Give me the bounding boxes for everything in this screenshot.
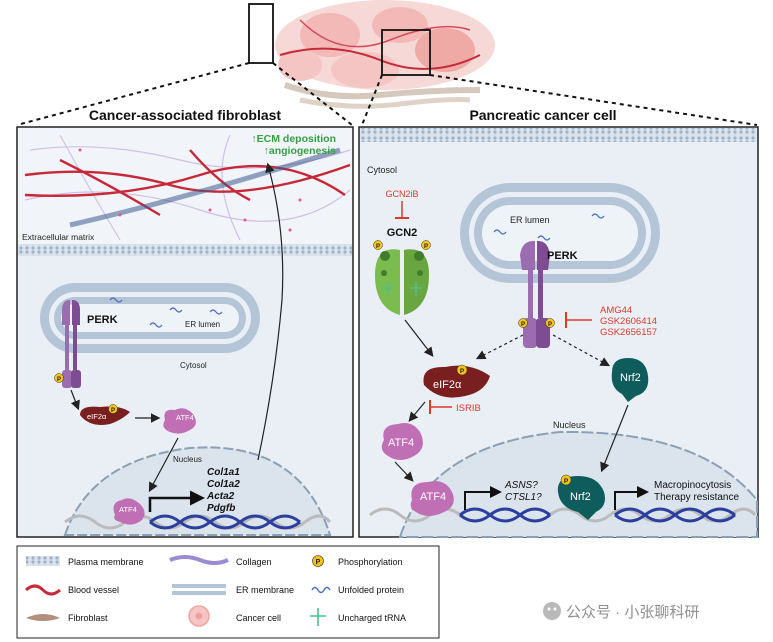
transcription-arrow-nrf2 [614,486,649,510]
er-lumen-right: ER lumen [510,215,550,225]
legend-phosphorylation: Phosphorylation [338,557,403,567]
transcription-arrow-atf4 [464,486,502,510]
plasma-membrane-right [360,128,757,142]
gene-col1a1: Col1a1 [207,467,240,478]
gene-pdgfb: Pdgfb [207,503,235,514]
nrf2-cyto [611,358,649,402]
atf4-left-top: ATF4 [176,413,194,422]
right-panel-title: Pancreatic cancer cell [469,107,616,123]
phospho-left-eif2a: P [111,408,115,414]
isrib-label: ISRIB [456,403,481,414]
nucleus-right-label: Nucleus [553,420,586,430]
zoom-box-fibroblast [248,3,274,64]
target-ctsl1: CTSL1? [505,492,542,503]
unfolded-proteins-left [109,297,223,328]
eif2a-right-label: eIF2α [433,379,462,391]
perk-left [62,300,81,388]
legend-blood-vessel: Blood vessel [68,585,119,595]
phospho-perk-right-a: P [521,322,525,328]
nrf2-nuc [557,476,605,520]
ecm-dots [78,148,302,232]
legend: Plasma membrane Blood vessel Fibroblast … [16,545,440,639]
outcome-macropinocytosis: Macropinocytosis [654,480,731,491]
phospho-nrf2: P [564,478,569,485]
gcn2ib-label: GCN2iB [385,189,418,199]
collagen-bundle [69,147,341,228]
phospho-gcn2-left: P [376,244,380,250]
gene-acta2: Acta2 [206,491,235,502]
eif2a-right [423,365,490,398]
legend-unfolded-protein: Unfolded protein [338,585,404,595]
phospho-left-perk: P [57,377,61,383]
phospho-gcn2-right: P [424,244,428,250]
legend-phospho-swatch [312,555,324,567]
atf4-left-nuc [113,498,145,525]
legend-plasma-membrane: Plasma membrane [68,557,144,567]
nucleus-left-label: Nucleus [173,455,202,464]
gene-col1a2: Col1a2 [207,479,240,490]
right-panel: Pancreatic cancer cell Cytosol GCN2iB GC… [358,107,759,538]
plasma-membrane-left [18,244,352,256]
transcription-arrow-left [148,490,205,512]
nrf2-top-label: Nrf2 [620,372,641,384]
outcome-therapy-resistance: Therapy resistance [654,492,739,503]
legend-unfolded-protein-swatch [311,586,331,594]
inhibitor-gsk2606414: GSK2606414 [600,316,657,327]
zoom-lines [16,62,758,126]
atf4-right-cyto [381,423,423,460]
cytosol-right: Cytosol [367,165,397,175]
watermark-text: 公众号 · 小张聊科研 [566,604,699,621]
legend-er-membrane: ER membrane [236,585,294,595]
target-asns: ASNS? [504,480,538,491]
blood-vessels [24,149,351,217]
legend-plasma-membrane-swatch [26,556,60,566]
legend-blood-vessel-swatch [25,584,61,596]
left-panel-title: Cancer-associated fibroblast [89,107,282,123]
effect-ecm: ↑ECM deposition [251,133,336,145]
legend-collagen-swatch [169,555,229,565]
watermark: 公众号 · 小张聊科研 [543,602,699,621]
effect-angiogenesis: ↑angiogenesis [264,145,337,157]
dna-left [64,514,332,530]
atf4-right-bottom: ATF4 [420,491,446,503]
zoom-box-cancer-cell [381,29,431,76]
legend-collagen: Collagen [236,557,272,567]
legend-phospho-p: P [316,559,321,566]
perk-right [520,240,550,348]
left-panel: Cancer-associated fibroblast ↑ECM deposi… [16,107,354,538]
perk-right-label: PERK [547,250,578,262]
er-lumen-left: ER lumen [185,320,220,329]
legend-uncharged-trna: Uncharged tRNA [338,613,406,623]
legend-fibroblast-swatch [26,614,60,621]
inhibitor-amg44: AMG44 [600,305,632,316]
perk-left-label: PERK [87,314,118,326]
legend-cancer-cell: Cancer cell [236,613,281,623]
legend-fibroblast: Fibroblast [68,613,108,623]
nrf2-bottom-label: Nrf2 [570,491,591,503]
secretion-arrow [257,162,284,461]
eif2a-left-label: eIF2α [87,412,107,421]
cytosol-left: Cytosol [180,361,207,370]
gcn2-label: GCN2 [387,227,418,239]
atf4-right-nuc [410,481,454,516]
trna-icons [382,282,422,296]
atf4-left-cyto [163,408,196,434]
eif2a-left [80,406,130,425]
tissue-illustration [248,0,495,109]
phospho-perk-right-b: P [548,322,552,328]
phospho-eif2a-right: P [460,368,465,375]
unfolded-proteins-right [493,213,605,241]
atf4-right-top: ATF4 [388,437,414,449]
atf4-left-bottom: ATF4 [119,505,137,514]
ecm-label: Extracellular matrix [22,232,95,242]
inhibitor-gsk2656157: GSK2656157 [600,327,657,338]
legend-trna-swatch [310,608,326,626]
